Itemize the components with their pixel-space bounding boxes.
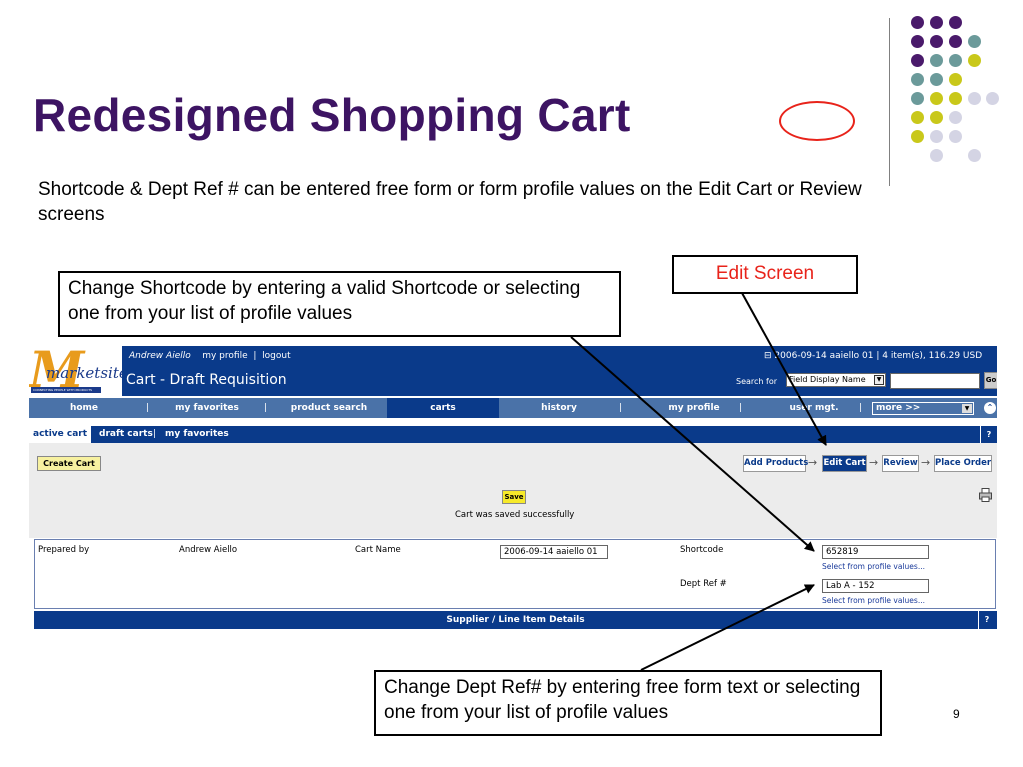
search-select-value: Field Display Name	[789, 375, 866, 384]
shortcode-field[interactable]: 652819	[822, 545, 929, 559]
subnav-draft-carts[interactable]: draft carts	[99, 429, 153, 439]
main-nav: home | my favorites | product search car…	[29, 398, 997, 418]
cart-info[interactable]: ⊟ 2006-09-14 aaiello 01 | 4 item(s), 116…	[764, 351, 982, 361]
search-field-select[interactable]: Field Display Name ▼	[786, 373, 886, 387]
my-profile-link[interactable]: my profile	[202, 351, 248, 361]
logout-link[interactable]: logout	[262, 351, 291, 361]
logo-tagline: CONNECTING PEOPLE WITH PRODUCTS	[31, 387, 101, 393]
user-name: Andrew Aiello	[129, 351, 191, 361]
step-add-products[interactable]: Add Products	[743, 455, 808, 472]
divider-line	[889, 18, 890, 186]
section-help-button[interactable]: ?	[978, 611, 995, 629]
search-input[interactable]	[890, 373, 980, 389]
step-arrow-icon: →	[921, 456, 931, 469]
nav-sep: |	[859, 403, 863, 413]
subnav-sep: |	[153, 429, 157, 439]
nav-my-profile[interactable]: my profile	[668, 403, 720, 413]
nav-sep: |	[739, 403, 743, 413]
marketsite-logo[interactable]: M marketsite CONNECTING PEOPLE WITH PROD…	[29, 346, 128, 399]
create-cart-button[interactable]: Create Cart	[37, 456, 101, 471]
shortcode-label: Shortcode	[680, 545, 724, 555]
edit-cart-highlight-ring	[779, 101, 855, 141]
cart-name-label: Cart Name	[355, 545, 401, 555]
saved-message: Cart was saved successfully	[455, 510, 575, 520]
printer-icon[interactable]	[979, 488, 992, 502]
shortcode-profile-link[interactable]: Select from profile values...	[822, 562, 925, 571]
supplier-section-bar[interactable]: Supplier / Line Item Details	[34, 611, 997, 629]
cart-name-field[interactable]: 2006-09-14 aaiello 01	[500, 545, 608, 559]
cart-icon: ⊟	[764, 351, 772, 361]
prepared-by-value: Andrew Aiello	[179, 545, 238, 555]
callout-dept-ref: Change Dept Ref# by entering free form t…	[374, 670, 882, 736]
more-select-value: more >>	[876, 403, 921, 413]
nav-sep: |	[619, 403, 623, 413]
app-screenshot: M marketsite CONNECTING PEOPLE WITH PROD…	[29, 346, 997, 629]
subnav-active-cart[interactable]: active cart	[29, 426, 91, 443]
nav-home[interactable]: home	[69, 403, 99, 413]
cart-summary: 2006-09-14 aaiello 01 | 4 item(s), 116.2…	[774, 351, 983, 361]
step-review[interactable]: Review	[882, 455, 919, 472]
more-select[interactable]: more >> ▼	[872, 402, 974, 415]
nav-carts[interactable]: carts	[387, 398, 499, 418]
slide-title: Redesigned Shopping Cart	[33, 89, 631, 141]
nav-sep: |	[146, 403, 150, 413]
nav-history[interactable]: history	[541, 403, 577, 413]
nav-product-search[interactable]: product search	[290, 403, 368, 413]
step-arrow-icon: →	[869, 456, 879, 469]
prepared-by-label: Prepared by	[38, 545, 90, 555]
chevron-down-icon: ▼	[962, 404, 972, 413]
chevron-down-icon: ▼	[874, 375, 884, 385]
user-bar: Andrew Aiello my profile | logout	[129, 351, 291, 361]
go-button[interactable]: Go	[984, 372, 997, 389]
dept-ref-label: Dept Ref #	[680, 579, 727, 589]
step-place-order[interactable]: Place Order	[934, 455, 992, 472]
slide-subtitle: Shortcode & Dept Ref # can be entered fr…	[38, 179, 862, 225]
search-label: Search for	[736, 377, 778, 386]
cart-action-area: Create Cart Add Products → Edit Cart → R…	[29, 443, 997, 538]
subnav-my-favorites[interactable]: my favorites	[165, 429, 229, 439]
page-number: 9	[953, 707, 960, 721]
callout-shortcode: Change Shortcode by entering a valid Sho…	[58, 271, 621, 337]
dept-ref-profile-link[interactable]: Select from profile values...	[822, 596, 925, 605]
logo-word: marketsite	[46, 364, 128, 382]
app-header: M marketsite CONNECTING PEOPLE WITH PROD…	[29, 346, 997, 399]
sub-nav: active cart draft carts | my favorites ?	[29, 426, 997, 443]
cart-header-form: Prepared by Andrew Aiello Cart Name 2006…	[34, 539, 996, 609]
nav-my-favorites[interactable]: my favorites	[175, 403, 239, 413]
header-bar	[122, 346, 997, 396]
user-bar-sep: |	[253, 351, 257, 361]
nav-sep: |	[264, 403, 268, 413]
page-title: Cart - Draft Requisition	[126, 372, 287, 388]
nav-user-mgt[interactable]: user mgt.	[789, 403, 839, 413]
dept-ref-field[interactable]: Lab A - 152	[822, 579, 929, 593]
step-edit-cart[interactable]: Edit Cart	[822, 455, 867, 472]
collapse-icon[interactable]: ⌃	[984, 402, 996, 414]
step-arrow-icon: →	[808, 456, 818, 469]
help-button[interactable]: ?	[980, 426, 997, 443]
edit-screen-label: Edit Screen	[672, 255, 858, 294]
save-button[interactable]: Save	[502, 490, 526, 504]
